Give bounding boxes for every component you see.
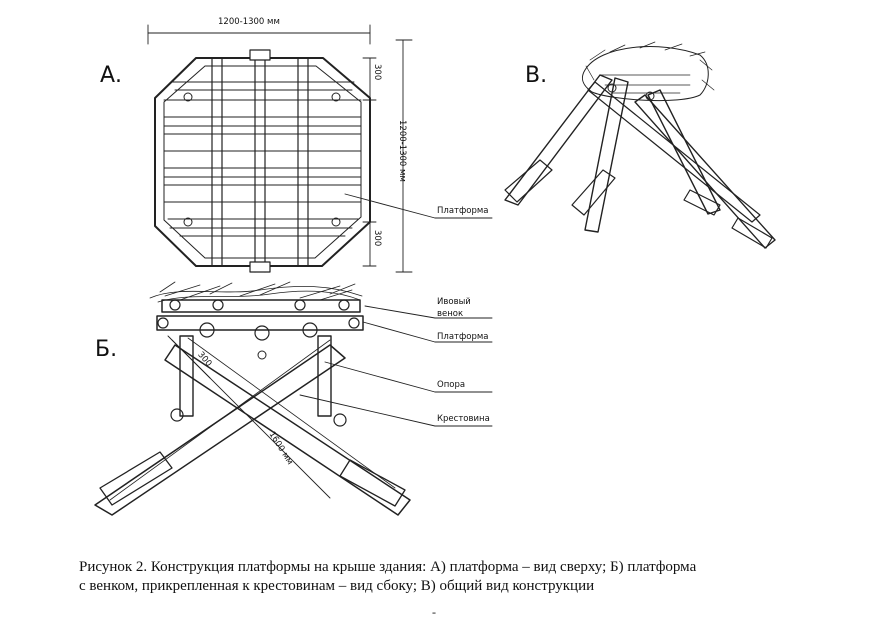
page-mark: - xyxy=(432,605,436,619)
caption-line-2: с венком, прикрепленная к крестовинам – … xyxy=(79,578,595,594)
panel-v-label: В. xyxy=(525,63,548,88)
callout-platform-side: Платформа xyxy=(437,332,489,342)
platform-side-view xyxy=(94,281,411,516)
panel-a-label: А. xyxy=(100,63,123,88)
dimension-corner-top: 300 xyxy=(372,64,382,81)
platform-battens xyxy=(211,49,309,273)
panel-b-label: Б. xyxy=(95,337,118,362)
platform-planks xyxy=(163,81,362,237)
platform-top-view xyxy=(154,49,371,273)
general-view xyxy=(504,41,776,249)
dimension-top-width: 1200-1300 мм xyxy=(218,17,280,27)
dimension-lines-b xyxy=(167,305,493,499)
dimension-corner-bottom: 300 xyxy=(372,230,382,247)
callout-wreath-line1: Ивовый xyxy=(437,297,471,307)
callout-platform-top: Платформа xyxy=(437,206,489,216)
dimension-side-height: 1200-1300 мм xyxy=(397,120,407,182)
dimension-lines-a xyxy=(147,24,493,273)
callout-cross: Крестовина xyxy=(437,414,490,424)
figure-caption: Рисунок 2. Конструкция платформы на крыш… xyxy=(79,558,819,596)
caption-line-1: Рисунок 2. Конструкция платформы на крыш… xyxy=(79,559,697,575)
callout-support: Опора xyxy=(437,380,466,390)
callout-wreath-line2: венок xyxy=(437,309,464,319)
